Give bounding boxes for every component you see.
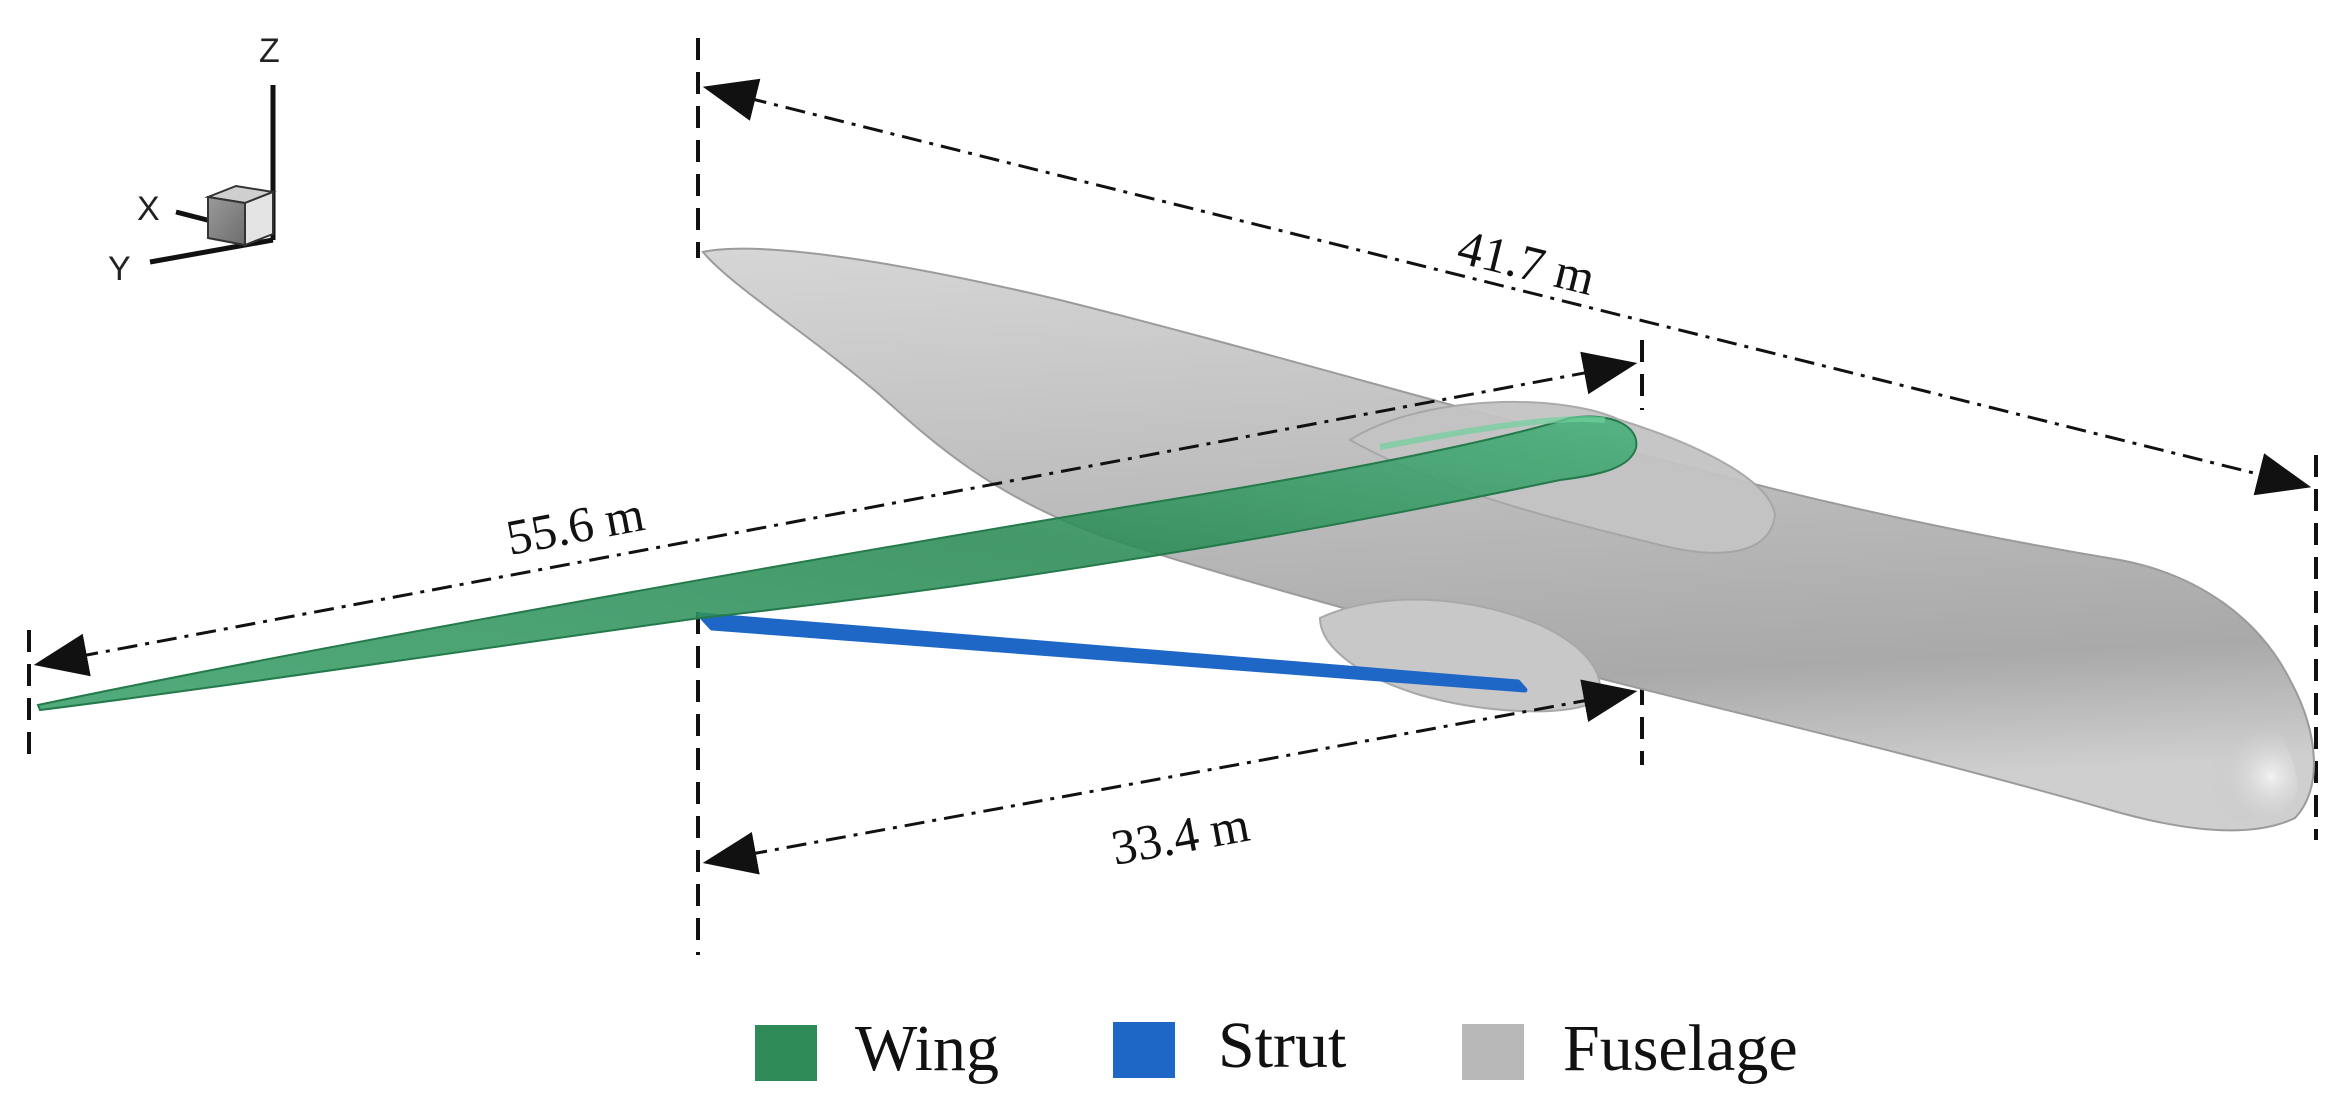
legend: Wing Strut Fuselage (755, 1009, 1798, 1085)
fuselage-legend-label: Fuselage (1563, 1012, 1798, 1085)
strut-dimension-line (702, 679, 1638, 875)
axis-triad: Z X Y (108, 32, 280, 288)
z-axis-label: Z (259, 32, 280, 70)
strut-dimension-label: 33.4 m (1107, 796, 1254, 876)
y-axis-label: Y (108, 250, 131, 288)
strut-legend-label: Strut (1218, 1009, 1346, 1082)
span-dimension-label: 55.6 m (502, 485, 649, 566)
y-axis-line (149, 237, 274, 265)
x-axis-label: X (137, 190, 160, 228)
fuselage-legend-swatch (1462, 1024, 1524, 1080)
wing-legend-swatch (755, 1025, 817, 1081)
span-dimension-line (33, 351, 1638, 677)
axis-cube-icon (204, 184, 277, 247)
dimension-lines (33, 78, 2312, 875)
fuselage-nose-highlight (2120, 640, 2298, 822)
strut-legend-swatch (1113, 1022, 1175, 1078)
length-dimension-line (702, 78, 2312, 496)
wing-legend-label: Wing (855, 1012, 999, 1085)
